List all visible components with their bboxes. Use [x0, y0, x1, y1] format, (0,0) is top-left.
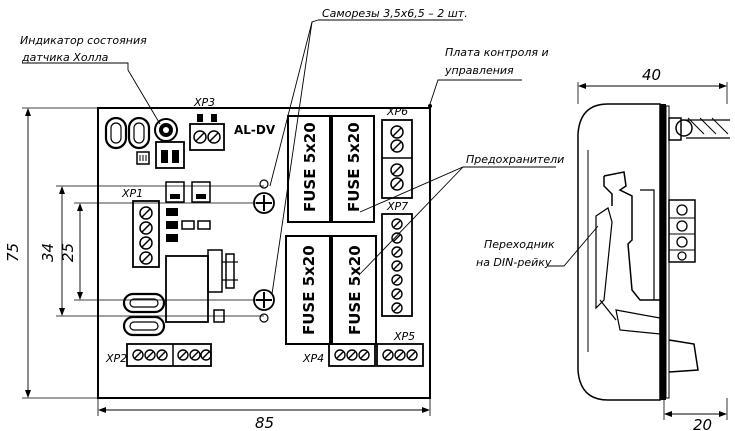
dim-85: 85	[255, 414, 274, 431]
xp2-label: XP2	[105, 352, 127, 365]
dim-40: 40	[642, 66, 661, 84]
xp3-connector	[189, 114, 225, 151]
xp4-connector	[328, 343, 376, 367]
dim-34: 34	[39, 243, 57, 262]
din-label-line2: на DIN-рейку	[476, 256, 552, 269]
smd-components	[165, 181, 211, 242]
xp6-label: XP6	[386, 105, 408, 118]
small-smd	[136, 151, 150, 165]
hall-label-line1: Индикатор состояния	[20, 34, 147, 47]
xp5-label: XP5	[393, 330, 415, 343]
hall-label-line2: датчика Холла	[21, 51, 109, 64]
side-view	[577, 103, 730, 401]
fuse-holder-2: FUSE 5x20	[331, 115, 375, 223]
side-view-dimensions	[577, 82, 728, 420]
fuse-holder-1: FUSE 5x20	[287, 115, 331, 223]
svg-text:FUSE 5x20: FUSE 5x20	[301, 122, 319, 212]
board-label-line1: Плата контроля и	[445, 46, 549, 59]
xp2-connector	[126, 343, 212, 367]
svg-text:FUSE 5x20: FUSE 5x20	[300, 245, 318, 335]
fuse-holder-3: FUSE 5x20	[285, 235, 331, 345]
fuse-holder-4: FUSE 5x20	[331, 235, 377, 345]
fuses-label: Предохранители	[466, 153, 564, 166]
mounting-ovals-top	[104, 116, 151, 150]
hall-sensor-led	[154, 118, 185, 169]
screw-icon	[253, 179, 275, 214]
relay-subblock	[207, 249, 223, 293]
xp7-connector	[381, 213, 413, 317]
dim-20: 20	[693, 416, 712, 431]
svg-text:FUSE 5x20: FUSE 5x20	[345, 122, 363, 212]
din-label-line1: Переходник	[484, 238, 555, 251]
xp3-label: XP3	[193, 96, 215, 109]
board-label-line2: управления	[444, 64, 514, 77]
xp6-connector	[381, 119, 413, 199]
xp1-label: XP1	[121, 187, 143, 200]
dimension-lines-front	[22, 107, 431, 416]
screws-label: Саморезы 3,5х6,5 – 2 шт.	[322, 7, 468, 20]
small-fuse	[222, 253, 238, 289]
xp5-connector	[376, 343, 424, 367]
screw-icon	[253, 289, 275, 323]
small-smd-2	[213, 309, 225, 323]
brand-label: AL-DV	[234, 123, 276, 137]
xp1-connector	[132, 200, 160, 268]
leader-lines	[22, 19, 599, 295]
pcb-outline	[97, 107, 431, 399]
xp7-label: XP7	[386, 200, 408, 213]
dim-25: 25	[59, 243, 77, 262]
relay-block	[165, 255, 209, 323]
mounting-ovals-bottom	[122, 292, 166, 337]
xp4-label: XP4	[302, 352, 324, 365]
svg-text:FUSE 5x20: FUSE 5x20	[346, 245, 364, 335]
dim-75: 75	[4, 243, 22, 262]
